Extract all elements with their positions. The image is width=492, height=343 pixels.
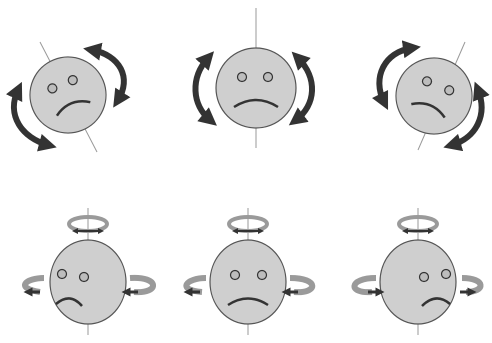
side-arrow-right — [462, 278, 481, 292]
face-tilted-left — [14, 42, 124, 152]
side-arrow-right — [290, 278, 312, 292]
right-eye — [80, 273, 89, 282]
face-tilted-right — [379, 42, 483, 150]
face-outline — [19, 46, 118, 145]
face-outline — [380, 240, 456, 324]
side-arrow-right — [130, 278, 153, 292]
left-eye — [420, 273, 429, 282]
right-eye — [264, 73, 273, 82]
right-eye — [258, 271, 267, 280]
face-outline — [210, 240, 286, 324]
side-arrow-left — [186, 278, 206, 292]
face-upright — [195, 8, 312, 148]
side-arrow-left — [25, 278, 44, 292]
face-outline — [385, 47, 484, 146]
side-arrow-left — [354, 278, 376, 292]
rotate-arrow-right — [296, 58, 312, 120]
left-eye — [58, 270, 67, 279]
face-turned-left — [25, 208, 153, 335]
left-eye — [238, 73, 247, 82]
left-eye — [231, 271, 240, 280]
face-turned-right — [354, 208, 480, 335]
rotate-arrow-left — [195, 58, 210, 120]
face-frontal — [186, 208, 312, 335]
face-outline — [216, 48, 296, 128]
right-eye — [442, 270, 451, 279]
face-outline — [50, 240, 126, 324]
